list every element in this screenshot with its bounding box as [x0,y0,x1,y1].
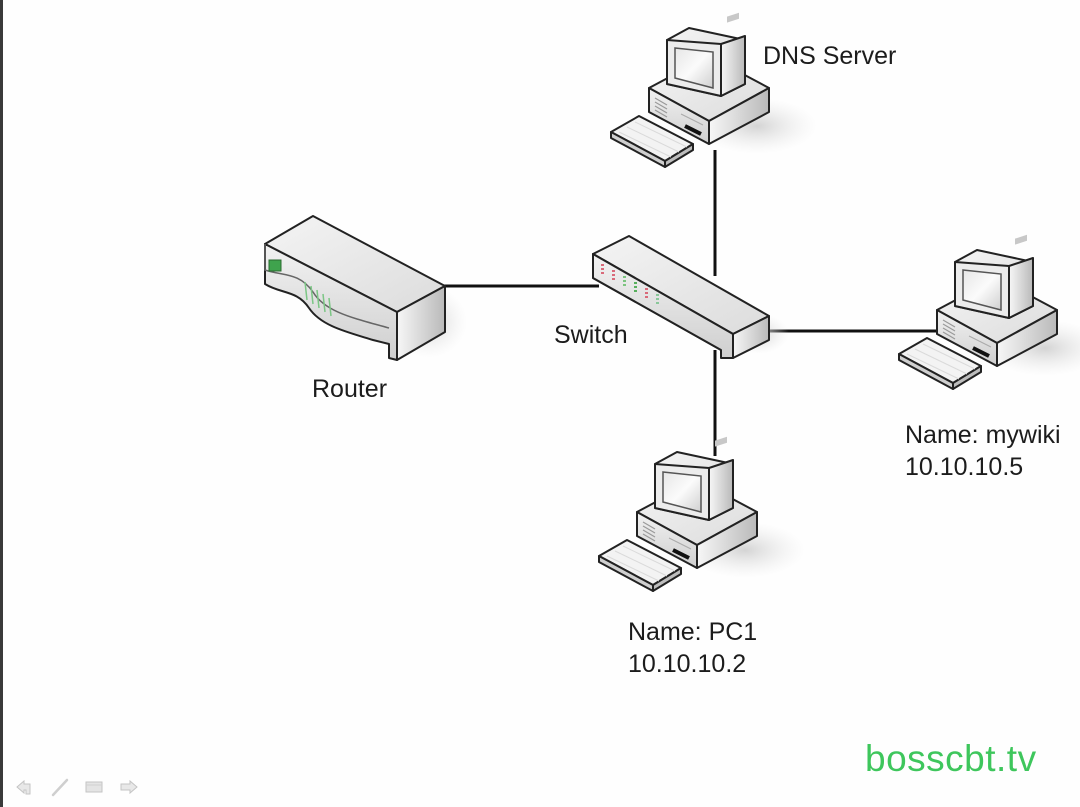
switch-led [623,284,626,286]
router-label: Router [312,375,388,403]
connections [443,150,939,456]
dns-server-label: DNS Server [763,42,897,70]
switch-led [601,264,604,266]
switch-led [645,292,648,294]
mywiki-computer-icon [897,232,1080,391]
switch-led [601,272,604,274]
switch-led [612,278,615,280]
slide-menu-icon[interactable] [83,776,105,798]
pc1-ip-label: 10.10.10.2 [628,650,747,678]
switch-led [634,290,637,292]
switch-label: Switch [554,321,628,349]
router-status-led [268,259,282,272]
switch-led [634,286,637,288]
router-icon [264,215,467,361]
mywiki-name-label: Name: mywiki [905,421,1061,449]
switch-led [601,268,604,270]
next-slide-icon[interactable] [117,776,139,798]
switch-led [656,302,659,304]
mywiki-ip-label: 10.10.10.5 [905,453,1024,481]
switch-led [612,270,615,272]
dns-server-computer-icon [609,10,819,169]
switch-led [645,296,648,298]
switch-port-leds [601,264,659,304]
switch-led [656,294,659,296]
previous-slide-icon[interactable] [15,776,37,798]
switch-led [623,280,626,282]
slide-nav-toolbar [15,776,139,798]
pc1-name-label: Name: PC1 [628,618,758,646]
network-diagram [264,10,1080,593]
switch-led [612,274,615,276]
switch-icon [592,235,789,359]
switch-led [656,298,659,300]
switch-led [634,282,637,284]
switch-led [645,288,648,290]
pc1-computer-icon [597,434,807,593]
watermark: bosscbt.tv [865,738,1037,779]
switch-led [623,276,626,278]
pen-icon[interactable] [49,776,71,798]
